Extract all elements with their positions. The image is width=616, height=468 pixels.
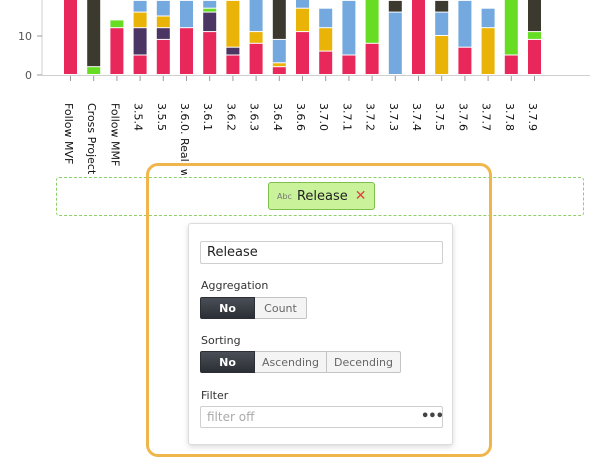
bar-segment	[110, 20, 124, 28]
aggregation-toggle: No Count	[200, 297, 307, 319]
bar-segment	[156, 0, 170, 16]
sorting-decending-button[interactable]: Decending	[327, 351, 401, 373]
bar-segment	[249, 32, 263, 43]
bar-segment	[272, 0, 286, 39]
bar-segment	[388, 12, 402, 75]
release-dimension-chip[interactable]: Abc Release ✕	[268, 182, 376, 210]
bar-segment	[272, 39, 286, 63]
sorting-toggle: No Ascending Decending	[200, 351, 401, 373]
category-label: 3.6.1	[201, 103, 214, 131]
category-label: 3.7.7	[480, 103, 493, 131]
close-icon[interactable]: ✕	[354, 188, 367, 204]
bar-segment	[458, 0, 472, 47]
category-label: 3.7.2	[364, 103, 377, 131]
bar-segment	[156, 16, 170, 28]
filter-label: Filter	[201, 389, 229, 402]
category-label: Follow MVF	[62, 103, 75, 164]
dimension-settings-panel: Aggregation No Count Sorting No Ascendin…	[188, 223, 453, 445]
sorting-no-button[interactable]: No	[200, 351, 255, 373]
category-label: 3.6.0. Real. wi	[178, 103, 191, 175]
aggregation-count-button[interactable]: Count	[255, 297, 307, 319]
bar-segment	[133, 55, 147, 74]
category-label: 3.7.9	[526, 103, 539, 131]
bar-segment	[435, 12, 449, 35]
bar-segment	[296, 0, 309, 8]
category-label: Follow MMF	[108, 103, 121, 166]
bar-segment	[226, 0, 240, 47]
bar-segment	[528, 39, 541, 74]
drop-zone[interactable]	[56, 177, 584, 216]
bar-segment	[249, 43, 263, 74]
bar-segment	[87, 67, 101, 74]
chip-label: Release	[296, 188, 348, 204]
bar-segment	[272, 67, 286, 74]
bar-segment	[180, 28, 193, 74]
bar-segment	[226, 47, 240, 55]
bar-segment	[180, 0, 193, 28]
bar-segment	[319, 28, 333, 51]
bar-segment	[110, 28, 124, 74]
bar-segment	[504, 0, 518, 55]
sorting-ascending-button[interactable]: Ascending	[255, 351, 327, 373]
bar-segment	[296, 32, 309, 74]
bar-segment	[226, 55, 240, 74]
bar-segment	[435, 36, 449, 74]
bar-segment	[203, 8, 217, 12]
category-label: 3.6.6	[294, 103, 307, 131]
bar-segment	[319, 51, 333, 74]
bar-segment	[504, 55, 518, 74]
category-label: 3.5.4	[132, 103, 145, 131]
dimension-name-input[interactable]	[200, 241, 443, 264]
bar-segment	[272, 63, 286, 67]
bar-segment	[481, 8, 495, 28]
category-label: 3.7.8	[503, 103, 516, 131]
category-label: 3.7.0	[317, 103, 330, 131]
bar-segment	[203, 32, 217, 74]
aggregation-label: Aggregation	[201, 279, 269, 292]
bar-segment	[133, 0, 147, 12]
category-label: 3.7.6	[456, 103, 469, 131]
bar-segment	[412, 0, 425, 74]
category-label: Cross Project	[85, 103, 98, 175]
bar-segment	[319, 8, 333, 28]
bar-segment	[156, 39, 170, 74]
bar-segment	[64, 0, 77, 74]
bar-segment	[365, 43, 379, 74]
bar-segment	[133, 12, 147, 28]
category-label: 3.5.5	[155, 103, 168, 131]
bar-segment	[133, 28, 147, 55]
bar-segment	[528, 0, 541, 32]
category-label: 3.6.3	[248, 103, 261, 131]
aggregation-no-button[interactable]: No	[200, 297, 255, 319]
bar-segment	[203, 12, 217, 32]
text-type-icon: Abc	[277, 191, 292, 201]
bar-segment	[156, 28, 170, 39]
category-label: 3.7.4	[410, 103, 423, 131]
bar-segment	[365, 0, 379, 43]
y-tick-label: 10	[18, 30, 32, 43]
bar-segment	[481, 28, 495, 74]
bar-segment	[87, 0, 101, 67]
category-label: 3.7.5	[433, 103, 446, 131]
bar-segment	[435, 0, 449, 12]
bar-segment	[249, 0, 263, 32]
bar-segment	[342, 55, 356, 74]
bar-segment	[296, 8, 309, 32]
filter-input[interactable]	[200, 406, 443, 428]
category-label: 3.7.1	[340, 103, 353, 131]
category-label: 3.7.3	[387, 103, 400, 131]
category-label: 3.6.4	[271, 103, 284, 131]
sorting-label: Sorting	[201, 334, 241, 347]
bar-segment	[458, 47, 472, 74]
highlight-frame	[146, 163, 492, 457]
bar-segment	[342, 0, 356, 55]
category-label: 3.6.2	[224, 103, 237, 131]
more-options-icon[interactable]: •••	[421, 409, 444, 424]
bar-segment	[528, 32, 541, 39]
bar-segment	[203, 0, 217, 8]
y-tick-label: 0	[25, 69, 32, 82]
bar-segment	[388, 0, 402, 12]
